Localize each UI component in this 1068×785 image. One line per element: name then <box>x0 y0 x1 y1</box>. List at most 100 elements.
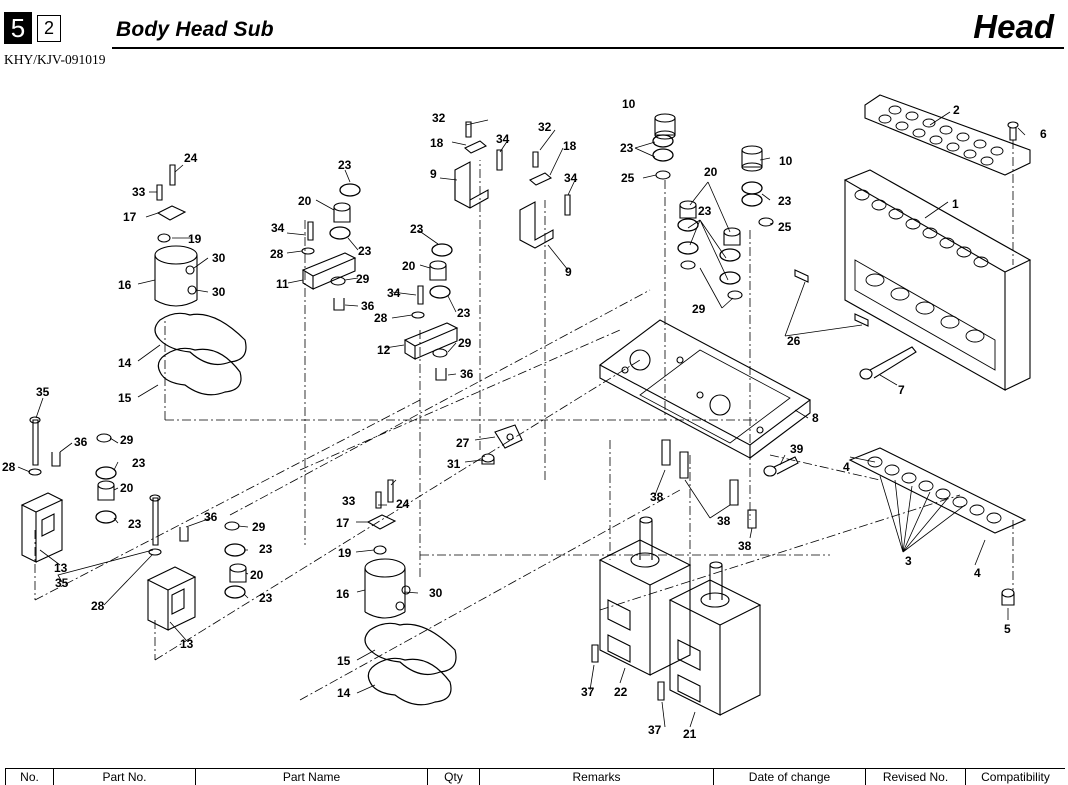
label-part-32: 32 <box>538 120 552 134</box>
parts-table-header: No. Part No. Part Name Qty Remarks Date … <box>5 768 1065 785</box>
label-part-33: 33 <box>132 185 146 199</box>
label-part-12: 12 <box>377 343 391 357</box>
screws-part-37 <box>591 644 665 701</box>
label-part-36: 36 <box>460 367 474 381</box>
document-code: KHY/KJV-091019 <box>4 52 106 67</box>
column-header-no: No. <box>5 769 53 785</box>
spacers-part-18 <box>463 140 553 186</box>
label-part-16: 16 <box>118 278 132 292</box>
label-part-22: 22 <box>614 685 628 699</box>
label-part-29: 29 <box>252 520 266 534</box>
label-part-36: 36 <box>204 510 218 524</box>
label-part-13: 13 <box>180 637 194 651</box>
label-part-23: 23 <box>410 222 424 236</box>
chapter-title: Head <box>973 8 1054 45</box>
label-part-28: 28 <box>91 599 105 613</box>
seal-rings-part-23 <box>95 134 763 599</box>
label-part-30: 30 <box>212 251 226 265</box>
label-part-34: 34 <box>271 221 285 235</box>
label-part-10: 10 <box>779 154 793 168</box>
label-part-28: 28 <box>374 311 388 325</box>
label-part-20: 20 <box>402 259 416 273</box>
label-part-23: 23 <box>259 542 273 556</box>
clamp-part-27 <box>494 424 523 449</box>
label-part-20: 20 <box>120 481 134 495</box>
label-part-34: 34 <box>564 171 578 185</box>
label-part-24: 24 <box>396 497 410 511</box>
screw-part-6 <box>1007 121 1019 141</box>
label-part-38: 38 <box>738 539 752 553</box>
housing-part-13-right <box>146 566 197 631</box>
label-part-4: 4 <box>843 460 850 474</box>
label-part-17: 17 <box>123 210 137 224</box>
nozzle-tips-part-20 <box>97 200 741 583</box>
label-part-19: 19 <box>338 546 352 560</box>
gasket-plate-parts-3-4 <box>848 447 1027 534</box>
pins-part-26 <box>794 269 869 327</box>
label-part-35: 35 <box>55 576 69 590</box>
label-part-27: 27 <box>456 436 470 450</box>
label-part-23: 23 <box>132 456 146 470</box>
label-part-37: 37 <box>648 723 662 737</box>
page-header: 5 2 Body Head Sub Head KHY/KJV-091019 <box>0 0 1068 67</box>
label-part-23: 23 <box>778 194 792 208</box>
holder-block-part-11 <box>301 252 357 290</box>
label-part-37: 37 <box>581 685 595 699</box>
label-part-32: 32 <box>432 111 446 125</box>
label-part-29: 29 <box>356 272 370 286</box>
screws-part-34 <box>307 149 571 305</box>
label-part-18: 18 <box>563 139 577 153</box>
label-part-36: 36 <box>74 435 88 449</box>
label-part-23: 23 <box>259 591 273 605</box>
pulley-assembly-lower <box>364 479 411 619</box>
column-header-compatibility: Compatibility <box>965 769 1065 785</box>
section-number-badge: 5 <box>4 12 32 44</box>
label-part-30: 30 <box>212 285 226 299</box>
label-part-28: 28 <box>2 460 16 474</box>
label-part-29: 29 <box>692 302 706 316</box>
bracket-part-9-right <box>519 201 554 249</box>
bolt-part-7 <box>859 346 917 380</box>
label-part-23: 23 <box>457 306 471 320</box>
column-header-part-name: Part Name <box>195 769 427 785</box>
nozzle-holder-part-10-right <box>741 145 763 172</box>
label-part-15: 15 <box>337 654 351 668</box>
column-header-date-of-change: Date of change <box>713 769 865 785</box>
label-part-30: 30 <box>429 586 443 600</box>
label-part-38: 38 <box>650 490 664 504</box>
subsection-number-box: 2 <box>37 15 61 42</box>
main-block-part-1 <box>843 169 1032 391</box>
label-part-8: 8 <box>812 411 819 425</box>
label-part-4: 4 <box>974 566 981 580</box>
label-part-1: 1 <box>952 197 959 211</box>
label-part-9: 9 <box>565 265 572 279</box>
column-header-part-no: Part No. <box>53 769 195 785</box>
label-part-14: 14 <box>118 356 132 370</box>
exploded-parts-diagram: 1 2 3 4 4 5 6 7 8 9 9 10 10 11 12 13 13 … <box>2 94 1047 741</box>
pins-part-36 <box>51 298 447 542</box>
label-part-17: 17 <box>336 516 350 530</box>
label-part-23: 23 <box>338 158 352 172</box>
leader-lines <box>17 111 1026 728</box>
bolts-part-35 <box>29 416 161 546</box>
column-header-revised-no: Revised No. <box>865 769 965 785</box>
label-part-20: 20 <box>704 165 718 179</box>
screws-part-32 <box>465 121 539 168</box>
washers-part-28 <box>28 247 425 556</box>
label-part-33: 33 <box>342 494 356 508</box>
label-part-34: 34 <box>496 132 510 146</box>
header-rule <box>112 47 1064 49</box>
label-part-2: 2 <box>953 103 960 117</box>
base-plate-part-8 <box>598 319 812 459</box>
label-part-18: 18 <box>430 136 444 150</box>
label-part-24: 24 <box>184 151 198 165</box>
timing-belts-upper <box>154 312 247 396</box>
label-part-29: 29 <box>458 336 472 350</box>
label-part-16: 16 <box>336 587 350 601</box>
label-part-23: 23 <box>620 141 634 155</box>
label-part-35: 35 <box>36 385 50 399</box>
label-part-3: 3 <box>905 554 912 568</box>
housing-part-13-left <box>20 492 64 563</box>
servo-motor-part-21 <box>668 561 762 716</box>
label-part-26: 26 <box>787 334 801 348</box>
